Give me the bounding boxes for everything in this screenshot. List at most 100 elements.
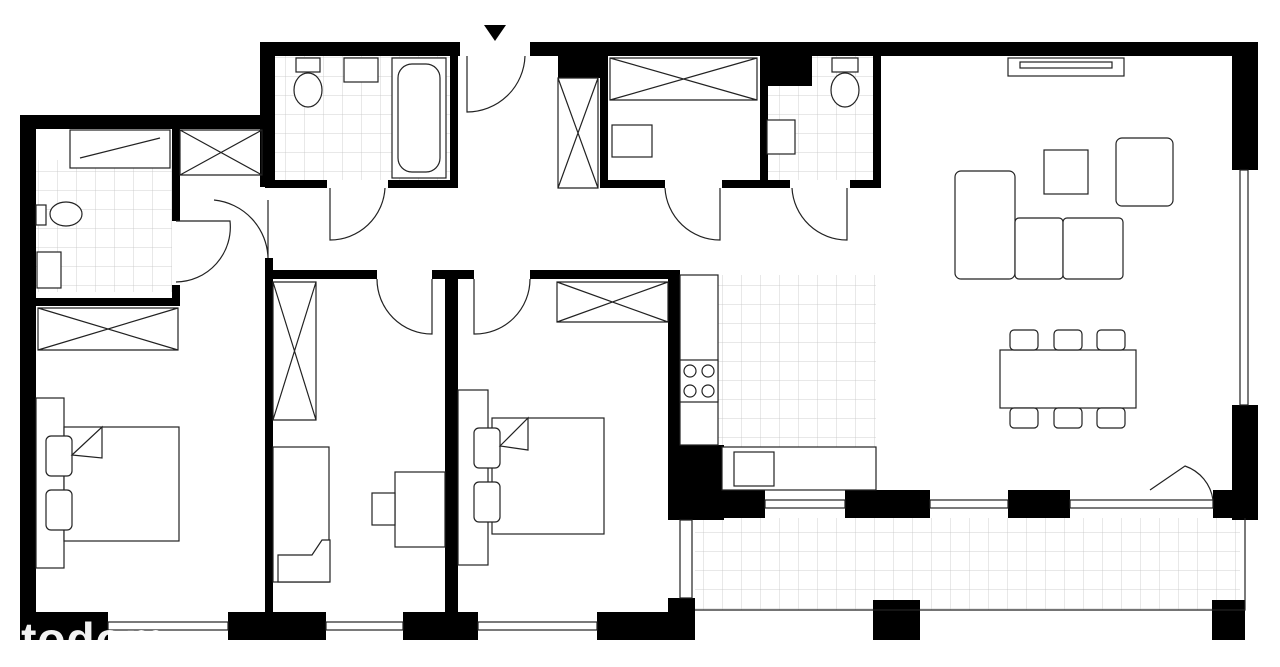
pillow xyxy=(473,481,501,523)
door xyxy=(329,187,386,241)
bathtub-inner xyxy=(397,63,441,173)
chair xyxy=(1096,329,1126,351)
shower-tray xyxy=(69,129,171,169)
window xyxy=(1069,499,1214,509)
wall xyxy=(760,56,812,86)
balcony-tiles xyxy=(695,518,1240,610)
door xyxy=(791,187,848,241)
pillow xyxy=(45,489,73,531)
window xyxy=(1239,169,1249,406)
wall xyxy=(20,612,108,640)
wall xyxy=(260,42,460,56)
chair xyxy=(371,492,396,526)
wall xyxy=(265,270,377,279)
wall xyxy=(1232,42,1258,170)
armchair xyxy=(1115,137,1174,207)
wall xyxy=(403,612,478,640)
watermark-logo: otodom xyxy=(0,613,167,665)
chair xyxy=(1053,329,1083,351)
chair xyxy=(1053,407,1083,429)
shower-line xyxy=(79,137,161,159)
wall xyxy=(36,298,180,306)
wall xyxy=(760,180,790,188)
dining-table xyxy=(999,349,1137,409)
wall xyxy=(172,129,180,221)
wardrobes xyxy=(37,57,758,421)
wardrobe xyxy=(272,281,317,421)
toilet xyxy=(830,72,860,108)
kitchen-tiles xyxy=(718,275,876,447)
blanket-fold xyxy=(70,425,103,459)
wall xyxy=(558,56,606,78)
sink xyxy=(343,57,379,83)
wall xyxy=(850,180,880,188)
door xyxy=(376,278,433,335)
door xyxy=(175,220,231,283)
wardrobe xyxy=(556,281,669,323)
wall xyxy=(1008,490,1070,518)
wall xyxy=(600,180,665,188)
balcony-pillar xyxy=(1212,600,1245,640)
toilet-tank xyxy=(831,57,859,73)
washing-machine xyxy=(611,124,653,158)
burner xyxy=(701,364,715,378)
nightstands xyxy=(35,397,65,569)
sofa-corner xyxy=(954,170,1016,280)
entrance-door xyxy=(466,55,526,113)
wall xyxy=(600,56,608,188)
coffee-table xyxy=(1043,149,1089,195)
wall xyxy=(445,278,458,613)
wall xyxy=(228,612,326,640)
window xyxy=(107,621,229,631)
burner xyxy=(701,384,715,398)
window xyxy=(679,519,693,599)
window xyxy=(325,621,404,631)
toilet xyxy=(293,72,323,108)
burner xyxy=(683,364,697,378)
pillow xyxy=(45,435,73,477)
wall xyxy=(432,270,474,279)
balcony-railing xyxy=(695,518,1246,611)
chair xyxy=(1009,407,1039,429)
wall xyxy=(265,258,273,613)
wall xyxy=(873,56,881,188)
wall xyxy=(20,115,36,640)
balcony-door xyxy=(1149,465,1214,501)
sofa-seat xyxy=(1062,217,1124,280)
toilet xyxy=(49,201,83,227)
sink xyxy=(36,251,62,289)
walls xyxy=(20,42,1258,640)
bed xyxy=(63,426,180,542)
nightstands xyxy=(457,389,489,566)
wall xyxy=(265,180,327,188)
window xyxy=(477,621,598,631)
fixtures xyxy=(35,57,860,289)
toilet-tank xyxy=(35,204,47,226)
wall xyxy=(1213,490,1258,518)
window xyxy=(929,499,1009,509)
entrance-arrow-icon xyxy=(484,25,506,41)
doors xyxy=(175,55,1214,501)
sofa-seat xyxy=(1014,217,1064,280)
desk xyxy=(394,471,446,548)
balcony-pillar xyxy=(873,600,920,640)
kitchen-sink xyxy=(733,451,775,487)
wall xyxy=(530,270,680,279)
wall xyxy=(450,56,458,188)
sink xyxy=(766,119,796,155)
door xyxy=(473,278,531,335)
door xyxy=(213,199,269,259)
door xyxy=(664,187,721,241)
toilet-tank xyxy=(295,57,321,73)
pillow xyxy=(473,427,501,469)
windows xyxy=(107,169,1249,631)
tv xyxy=(1019,61,1113,69)
chair xyxy=(1009,329,1039,351)
blanket-fold xyxy=(498,416,529,451)
wardrobe xyxy=(609,57,758,101)
wall xyxy=(845,490,930,518)
wall xyxy=(722,180,768,188)
window xyxy=(764,499,846,509)
wardrobe xyxy=(37,307,179,351)
wall xyxy=(260,42,275,187)
